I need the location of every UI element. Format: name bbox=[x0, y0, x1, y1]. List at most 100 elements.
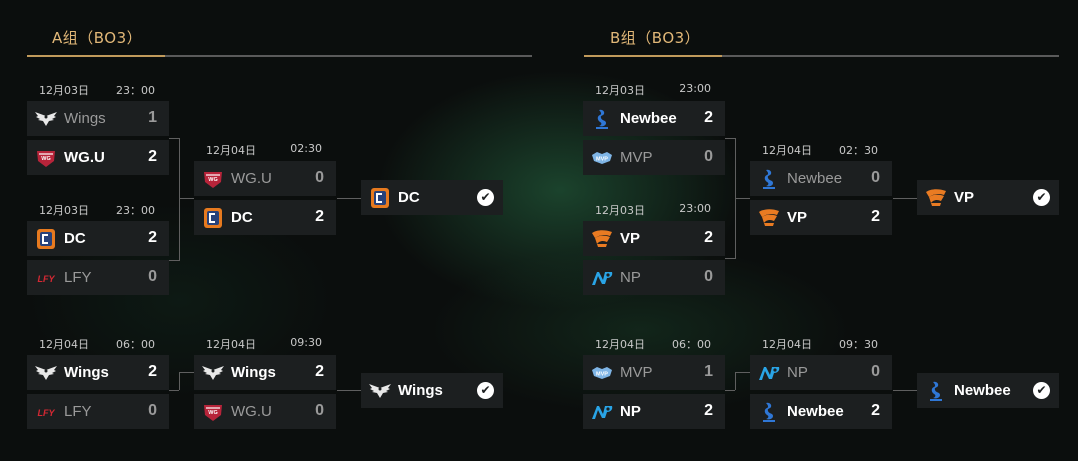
team-row[interactable]: VP 2 bbox=[750, 200, 892, 235]
team-row[interactable]: NP 0 bbox=[583, 260, 725, 295]
advancing-team[interactable]: VP ✔ bbox=[917, 180, 1059, 215]
team-score: 0 bbox=[148, 402, 157, 419]
lfy-logo-icon bbox=[34, 400, 58, 424]
wgu-logo-icon bbox=[201, 400, 225, 424]
team-score: 1 bbox=[148, 109, 157, 126]
advancing-team[interactable]: Newbee ✔ bbox=[917, 373, 1059, 408]
team-score: 2 bbox=[315, 363, 324, 380]
team-name: NP bbox=[620, 269, 641, 286]
team-name: VP bbox=[620, 230, 641, 247]
match-time: 23:00 bbox=[679, 82, 711, 95]
vp-logo-icon bbox=[924, 186, 948, 210]
team-name: MVP bbox=[620, 364, 653, 381]
team-name: DC bbox=[398, 189, 420, 206]
team-name: Wings bbox=[64, 110, 106, 127]
connector bbox=[725, 258, 735, 259]
newbee-logo-icon bbox=[757, 400, 781, 424]
match-time: 23：00 bbox=[116, 84, 155, 97]
team-score: 2 bbox=[871, 402, 880, 419]
team-row[interactable]: LFY 0 bbox=[27, 394, 169, 429]
check-icon: ✔ bbox=[477, 382, 494, 399]
team-name: NP bbox=[620, 403, 641, 420]
match-date: 12月03日 bbox=[39, 84, 89, 97]
team-score: 2 bbox=[871, 208, 880, 225]
team-row[interactable]: VP 2 bbox=[583, 221, 725, 256]
team-row[interactable]: NP 0 bbox=[750, 355, 892, 390]
match-time: 02:30 bbox=[290, 142, 322, 155]
advancing-team[interactable]: DC ✔ bbox=[361, 180, 503, 215]
team-name: VP bbox=[787, 209, 808, 226]
team-row[interactable]: LFY 0 bbox=[27, 260, 169, 295]
team-name: DC bbox=[64, 230, 86, 247]
match-time: 09:30 bbox=[290, 336, 322, 349]
connector bbox=[179, 198, 194, 199]
match-time: 02：30 bbox=[839, 144, 878, 157]
team-row[interactable]: Newbee 2 bbox=[583, 101, 725, 136]
team-score: 2 bbox=[704, 402, 713, 419]
match-date: 12月03日 bbox=[595, 84, 645, 97]
team-row[interactable]: MVP 0 bbox=[583, 140, 725, 175]
connector bbox=[337, 390, 361, 391]
dc-logo-icon bbox=[201, 206, 225, 230]
connector bbox=[735, 372, 736, 390]
team-score: 0 bbox=[704, 268, 713, 285]
match-date: 12月04日 bbox=[762, 144, 812, 157]
dc-logo-icon bbox=[368, 186, 392, 210]
team-row[interactable]: DC 2 bbox=[194, 200, 336, 235]
group-a-divider bbox=[27, 55, 532, 57]
team-row[interactable]: Newbee 2 bbox=[750, 394, 892, 429]
team-name: Newbee bbox=[787, 403, 844, 420]
team-score: 0 bbox=[871, 169, 880, 186]
connector bbox=[735, 372, 750, 373]
match-date: 12月04日 bbox=[206, 144, 256, 157]
team-name: Newbee bbox=[787, 170, 843, 187]
match-time: 23：00 bbox=[116, 204, 155, 217]
wgu-logo-icon bbox=[34, 146, 58, 170]
team-row[interactable]: Newbee 0 bbox=[750, 161, 892, 196]
newbee-logo-icon bbox=[757, 167, 781, 191]
group-a-title: A组（BO3） bbox=[52, 29, 143, 47]
team-score: 0 bbox=[315, 169, 324, 186]
match-date: 12月03日 bbox=[39, 204, 89, 217]
team-name: DC bbox=[231, 209, 253, 226]
connector bbox=[893, 198, 917, 199]
team-score: 2 bbox=[704, 229, 713, 246]
team-row[interactable]: DC 2 bbox=[27, 221, 169, 256]
check-icon: ✔ bbox=[1033, 382, 1050, 399]
match-time: 23:00 bbox=[679, 202, 711, 215]
match-time: 09：30 bbox=[839, 338, 878, 351]
team-row[interactable]: Wings 2 bbox=[27, 355, 169, 390]
team-name: NP bbox=[787, 364, 808, 381]
team-score: 2 bbox=[148, 363, 157, 380]
team-name: LFY bbox=[64, 269, 92, 286]
team-row[interactable]: Wings 1 bbox=[27, 101, 169, 136]
team-score: 1 bbox=[704, 363, 713, 380]
team-score: 0 bbox=[704, 148, 713, 165]
team-row[interactable]: WG.U 0 bbox=[194, 161, 336, 196]
team-row[interactable]: Wings 2 bbox=[194, 355, 336, 390]
team-name: Newbee bbox=[620, 110, 677, 127]
match-date: 12月04日 bbox=[206, 338, 256, 351]
team-score: 0 bbox=[871, 363, 880, 380]
team-row[interactable]: WG.U 2 bbox=[27, 140, 169, 175]
team-name: Newbee bbox=[954, 382, 1011, 399]
advancing-team[interactable]: Wings ✔ bbox=[361, 373, 503, 408]
team-row[interactable]: NP 2 bbox=[583, 394, 725, 429]
newbee-logo-icon bbox=[924, 379, 948, 403]
wgu-logo-icon bbox=[201, 167, 225, 191]
np-logo-icon bbox=[757, 361, 781, 385]
connector bbox=[179, 372, 194, 373]
np-logo-icon bbox=[590, 400, 614, 424]
match-date: 12月03日 bbox=[595, 204, 645, 217]
vp-logo-icon bbox=[757, 206, 781, 230]
connector bbox=[169, 260, 179, 261]
team-row[interactable]: WG.U 0 bbox=[194, 394, 336, 429]
connector bbox=[169, 138, 179, 139]
team-score: 0 bbox=[315, 402, 324, 419]
dc-logo-icon bbox=[34, 227, 58, 251]
team-name: WG.U bbox=[231, 170, 272, 187]
check-icon: ✔ bbox=[1033, 189, 1050, 206]
connector bbox=[179, 372, 180, 390]
team-row[interactable]: MVP 1 bbox=[583, 355, 725, 390]
team-name: Wings bbox=[398, 382, 443, 399]
